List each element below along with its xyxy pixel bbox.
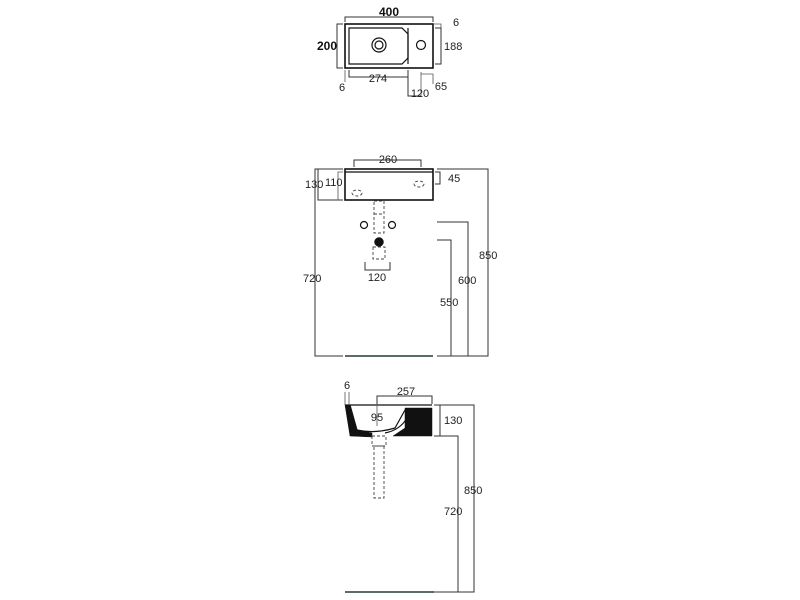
dim-label-550: 550 xyxy=(440,297,458,309)
dim-line-720 xyxy=(314,168,343,357)
dim-line-260 xyxy=(353,159,422,167)
dim-line-850 xyxy=(437,168,489,357)
dim-label-side-6: 6 xyxy=(344,380,350,392)
top-view-bowl-recess xyxy=(348,27,409,65)
dim-label-274: 274 xyxy=(369,73,387,85)
dim-label-600: 600 xyxy=(458,275,476,287)
side-view: 6 257 95 130 850 720 xyxy=(344,380,482,593)
front-view: 260 130 110 45 120 720 550 600 850 xyxy=(303,154,497,357)
dim-label-400: 400 xyxy=(379,5,399,19)
side-view-waste-pipe xyxy=(373,445,385,499)
top-view-drain xyxy=(371,37,387,53)
front-view-inlet-right xyxy=(387,220,397,230)
front-view-inlet-left xyxy=(359,220,369,230)
side-view-bowl-curve xyxy=(349,404,406,433)
dim-line-600 xyxy=(437,221,469,357)
dim-line-257 xyxy=(376,395,433,404)
top-view-basin-outline xyxy=(344,23,434,69)
front-view-overflow-left xyxy=(351,189,363,197)
dim-label-side-720: 720 xyxy=(444,506,462,518)
front-view-outlet xyxy=(374,237,384,247)
dim-label-257: 257 xyxy=(397,386,415,398)
dim-line-110 xyxy=(337,171,343,200)
dim-line-45 xyxy=(435,171,441,185)
dim-line-400 xyxy=(344,16,434,22)
front-view-waste-pipe xyxy=(373,200,385,234)
top-view-drain-inner xyxy=(374,40,384,50)
front-view-basin-outline xyxy=(344,168,434,201)
dim-label-110: 110 xyxy=(325,177,343,189)
dim-label-rim-6: 6 xyxy=(453,17,459,29)
dim-line-side-720 xyxy=(434,435,459,593)
dim-line-65 xyxy=(421,73,434,84)
dim-line-waste-120 xyxy=(364,262,391,271)
dim-label-95: 95 xyxy=(371,412,383,424)
dim-label-850: 850 xyxy=(479,250,497,262)
dim-label-188: 188 xyxy=(444,41,462,53)
dim-line-rim-6 xyxy=(433,23,442,29)
side-view-waste-top xyxy=(371,435,387,447)
dim-label-side-130: 130 xyxy=(444,415,462,427)
dim-label-120: 120 xyxy=(411,88,429,100)
dim-line-side-130 xyxy=(434,404,441,437)
dim-label-45: 45 xyxy=(448,173,460,185)
dim-line-200 xyxy=(336,23,343,69)
top-view-tap-hole xyxy=(415,39,427,51)
dim-label-side-850: 850 xyxy=(464,485,482,497)
dim-label-65: 65 xyxy=(435,81,447,93)
dim-label-left-rim-6: 6 xyxy=(339,82,345,94)
dim-line-120 xyxy=(407,70,421,97)
dim-label-130: 130 xyxy=(305,179,323,191)
dim-label-200: 200 xyxy=(317,39,337,53)
top-view: 400 200 6 188 274 6 120 65 xyxy=(317,5,462,100)
side-view-overflow-channel xyxy=(384,417,408,434)
dim-label-260: 260 xyxy=(379,154,397,166)
side-view-basin-wall-left xyxy=(344,404,373,438)
dim-label-720: 720 xyxy=(303,273,321,285)
dim-label-waste-120: 120 xyxy=(368,272,386,284)
side-view-basin-wall-right xyxy=(392,407,433,437)
dim-line-188 xyxy=(435,27,442,65)
front-view-tap-hole-right xyxy=(413,180,425,188)
front-view-trap xyxy=(372,246,386,260)
